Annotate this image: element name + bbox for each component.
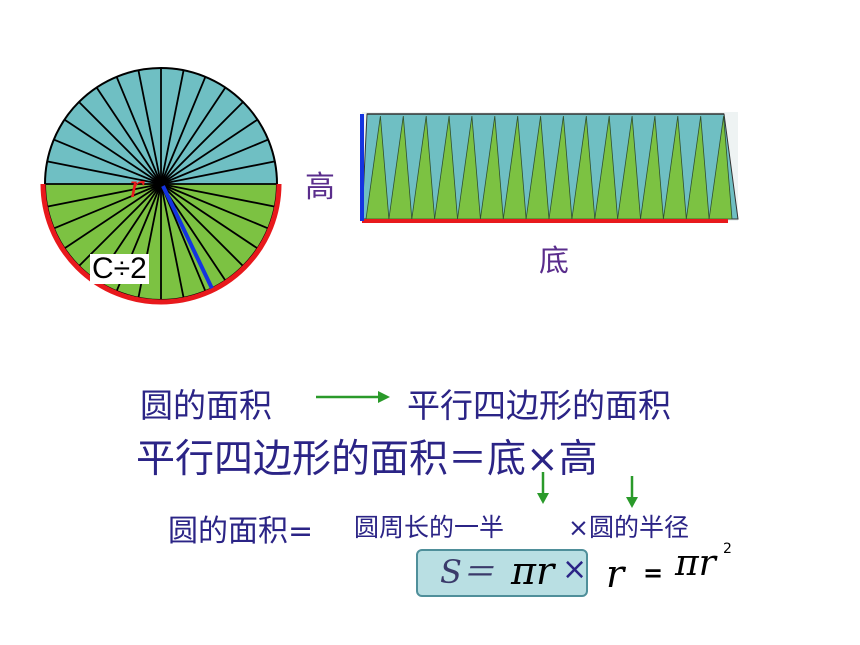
half-circumference-label: C÷2 — [90, 252, 149, 285]
radius-line — [161, 185, 214, 290]
sector-spoke — [160, 87, 227, 185]
formula-r: r — [606, 552, 625, 596]
half-circumference-arc — [40, 183, 282, 305]
sector-spoke — [47, 160, 162, 185]
sector-spoke — [137, 70, 162, 185]
sector-spoke — [160, 76, 207, 185]
sector-spoke — [160, 160, 275, 185]
sector-spoke — [160, 183, 244, 267]
formula-exponent: 2 — [723, 541, 732, 557]
right-arrow-head — [378, 391, 390, 403]
sector-spoke — [160, 183, 258, 250]
sector-spoke — [64, 183, 162, 250]
sector-spoke — [160, 183, 275, 208]
sector-spoke — [78, 183, 162, 267]
formula-highlight-box — [416, 549, 588, 597]
row1-parallelogram-area: 平行四边形的面积 — [407, 386, 671, 425]
formula-equals: = — [643, 559, 664, 587]
circle-diagram — [40, 67, 282, 305]
sector-spoke — [95, 87, 162, 185]
row3-radius: ×圆的半径 — [568, 513, 689, 542]
down-arrow-2-head — [626, 497, 638, 508]
formula-pi-r: πr — [511, 549, 555, 593]
sector-spoke — [160, 101, 244, 185]
formula-s-equals: S＝ — [440, 553, 494, 591]
sector-spoke — [160, 183, 185, 298]
base-label: 底 — [539, 244, 569, 279]
sector-spoke — [47, 183, 162, 208]
parallelogram-diagram — [360, 112, 739, 223]
sector-spoke — [160, 118, 258, 185]
row2-parallelogram-formula: 平行四边形的面积＝底×高 — [136, 437, 598, 482]
down-arrow-1-head — [537, 493, 549, 504]
sector-spoke — [160, 183, 269, 230]
formula-times: × — [562, 552, 588, 587]
sector-spoke — [78, 101, 162, 185]
sector-spoke — [53, 183, 162, 230]
row1-circle-area: 圆的面积 — [140, 386, 272, 425]
sector-spoke — [53, 138, 162, 185]
row3-circle-area-label: 圆的面积= — [168, 514, 314, 549]
height-label: 高 — [305, 170, 335, 205]
sector-spoke — [160, 138, 269, 185]
row3-half-circumference: 圆周长的一半 — [354, 513, 505, 542]
radius-label: r — [129, 170, 144, 205]
formula-pi-r-squared: πr — [675, 543, 716, 584]
sector-spoke — [160, 70, 185, 185]
sector-spoke — [115, 76, 162, 185]
sector-spoke — [64, 118, 162, 185]
arrows — [316, 391, 638, 508]
